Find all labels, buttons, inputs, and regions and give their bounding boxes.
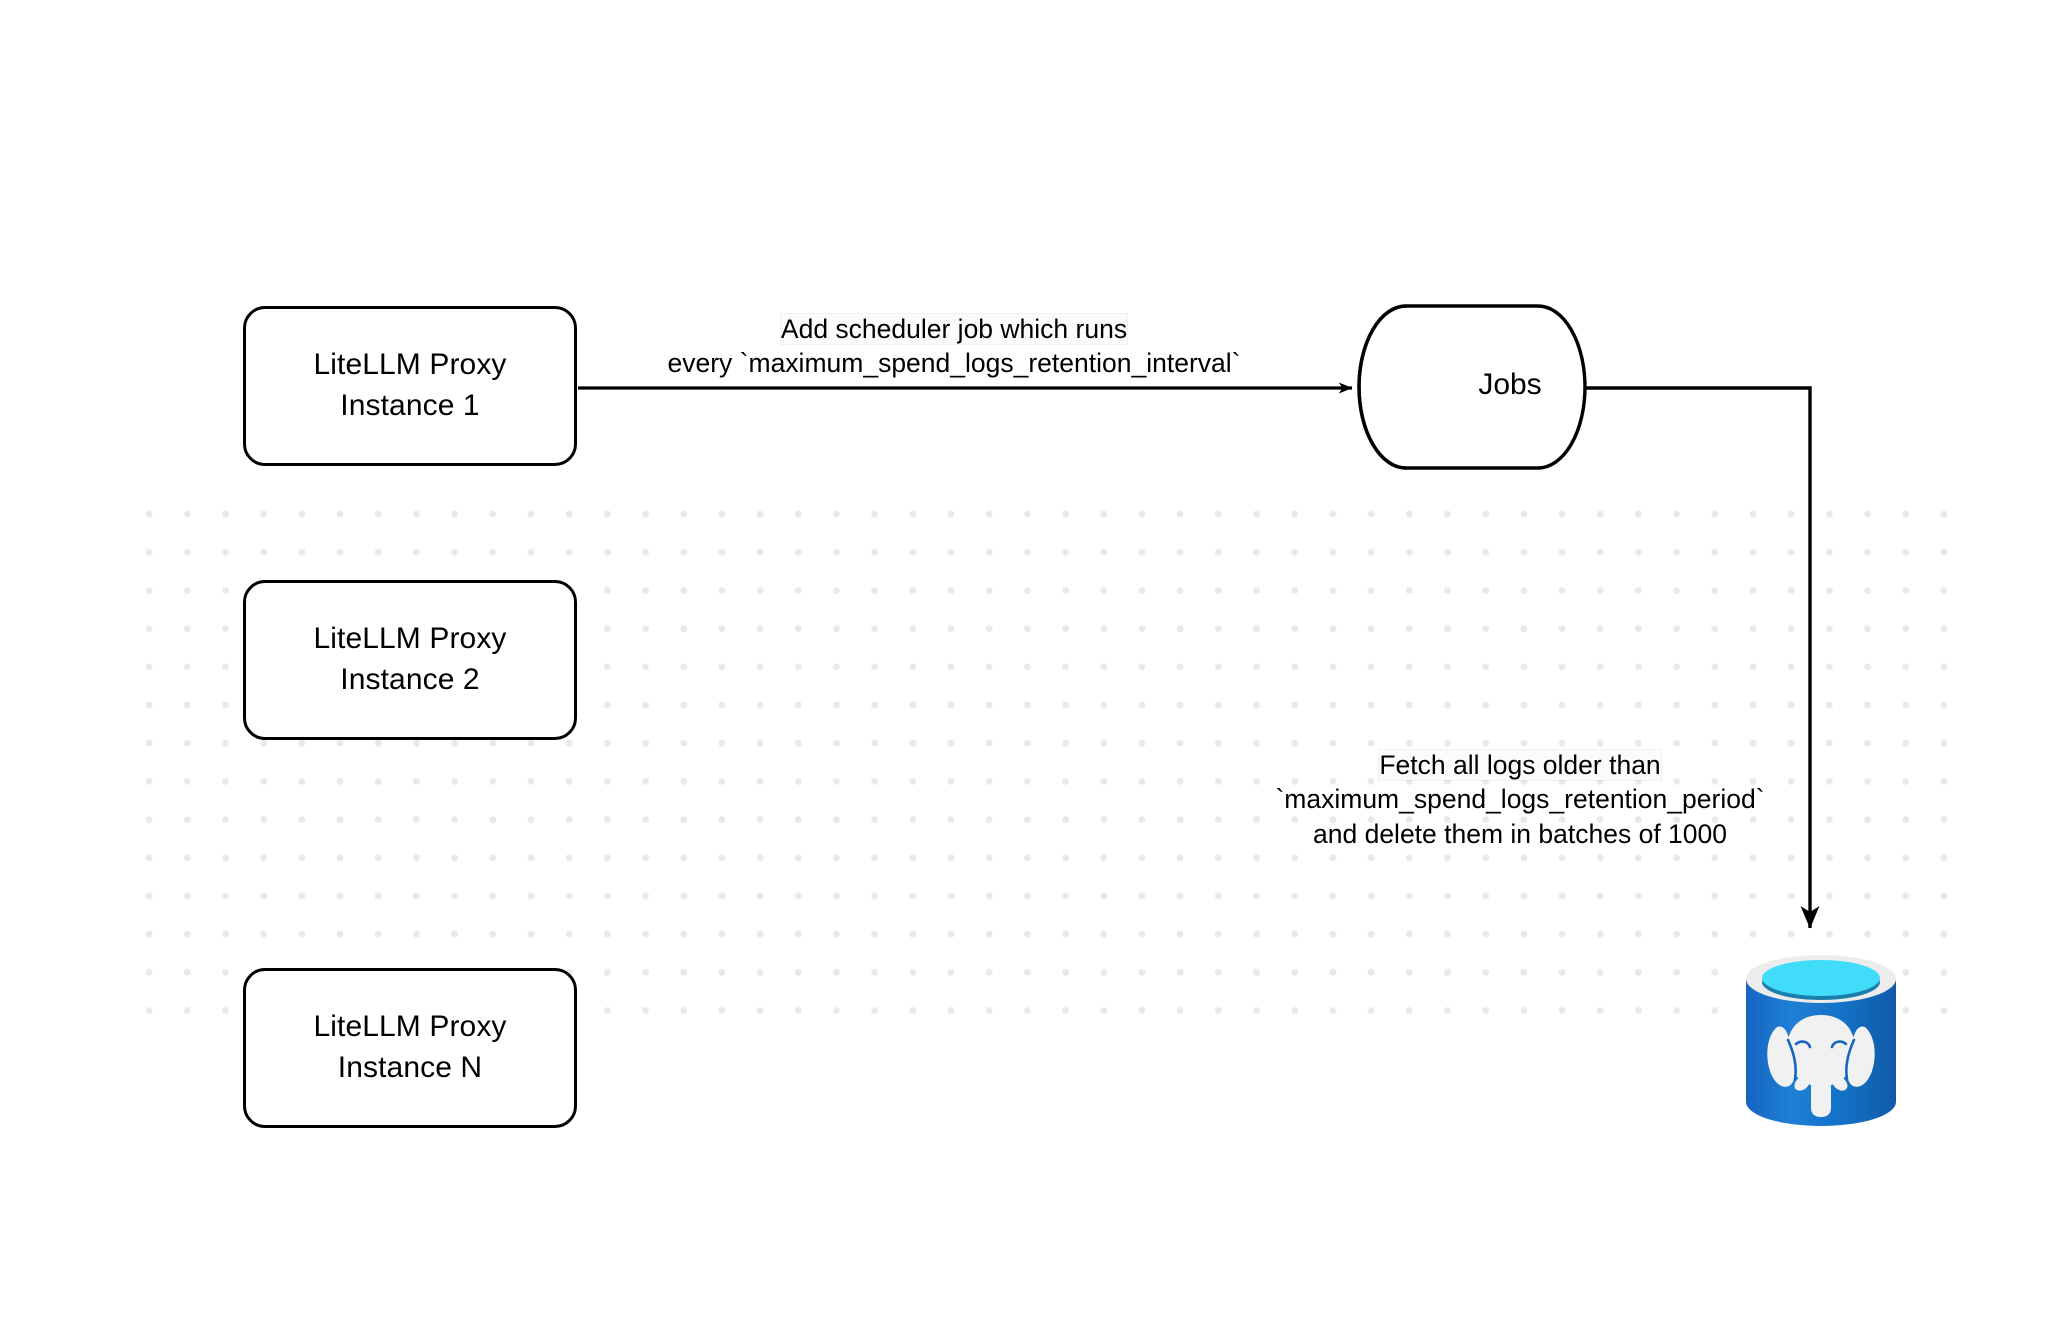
node-label-line-1: LiteLLM Proxy [313,622,507,656]
edge-label-line-2: every `maximum_spend_logs_retention_inte… [667,348,1241,379]
node-label-line-1: LiteLLM Proxy [313,348,507,382]
edge-label-line-1-text: Add scheduler job which runs [780,314,1128,344]
node-label-line-1: LiteLLM Proxy [313,1010,507,1044]
edge-label-line-1-text: Fetch all logs older than [1379,750,1661,780]
elephant-eye-details [1786,1038,1856,1081]
db-top-fill [1762,960,1880,996]
edge-label-line-1: Add scheduler job which runs [604,312,1304,346]
node-jobs-label: Jobs [1478,368,1542,401]
node-label-line-2: Instance N [337,1051,483,1084]
node-litellm-proxy-instance-2[interactable]: LiteLLM Proxy Instance 2 [243,580,577,740]
edge-fetch-delete-line [1584,386,1820,929]
node-jobs-cylinder[interactable] [1357,304,1587,470]
node-postgres-database[interactable] [1741,952,1901,1134]
node-litellm-proxy-instance-n[interactable]: LiteLLM Proxy Instance N [243,968,577,1128]
edge-label-line-1: Fetch all logs older than [1230,748,1810,782]
edge-label-fetch-delete: Fetch all logs older than `maximum_spend… [1230,748,1810,851]
edge-label-line-2: `maximum_spend_logs_retention_period` [1275,784,1765,815]
node-litellm-proxy-instance-1[interactable]: LiteLLM Proxy Instance 1 [243,306,577,466]
node-label-line-2: Instance 2 [340,663,480,696]
node-label-line-2: Instance 1 [340,389,480,422]
edge-label-line-3: and delete them in batches of 1000 [1313,818,1727,849]
edge-label-scheduler: Add scheduler job which runs every `maxi… [604,312,1304,381]
